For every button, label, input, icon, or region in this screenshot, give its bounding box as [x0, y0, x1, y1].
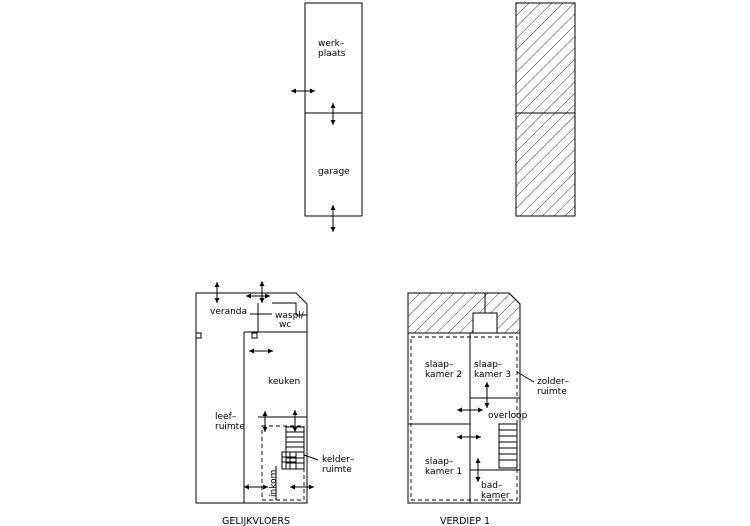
- arrowhead: [330, 103, 336, 108]
- double-arrow-icon: [475, 458, 481, 482]
- double-arrow-icon: [259, 281, 265, 303]
- arrowhead: [457, 407, 462, 413]
- hatched-volume: [515, 2, 576, 217]
- double-arrow-icon: [292, 410, 298, 432]
- first-stair: [498, 423, 518, 469]
- arrowhead: [290, 484, 295, 490]
- first-outline: [407, 292, 521, 504]
- arrowhead: [484, 403, 490, 408]
- room-label-wc: wc: [279, 320, 291, 330]
- room-label-sk2-2: kamer 2: [425, 370, 462, 380]
- room-label-garage: garage: [318, 167, 350, 177]
- room-label-zolder-2: ruimte: [537, 387, 567, 397]
- circulation-arrows: [214, 88, 490, 490]
- room-label-sk3-1: slaap–: [474, 360, 503, 370]
- double-arrow-icon: [244, 484, 268, 490]
- arrowhead: [259, 281, 265, 286]
- kelder-pointer: [303, 454, 319, 461]
- arrowhead: [478, 407, 483, 413]
- arrowhead: [476, 434, 481, 440]
- arrowhead: [259, 298, 265, 303]
- room-label-leef: leef–: [215, 412, 237, 422]
- room-label-waspl: waspl/: [275, 311, 305, 321]
- room-label-sk3-2: kamer 3: [474, 370, 511, 380]
- room-label-sk1-1: slaap–: [425, 457, 454, 467]
- room-label-bad-1: bad–: [481, 481, 503, 491]
- arrowhead: [265, 293, 270, 299]
- arrowhead: [262, 411, 268, 416]
- arrowhead: [292, 410, 298, 415]
- arrowhead: [484, 382, 490, 387]
- arrowhead: [330, 205, 336, 210]
- arrowhead: [475, 458, 481, 463]
- double-arrow-icon: [246, 293, 270, 299]
- double-arrow-icon: [214, 282, 220, 303]
- arrowhead: [310, 88, 315, 94]
- title-first-floor: VERDIEP 1: [440, 516, 490, 526]
- arrowhead: [244, 484, 249, 490]
- double-arrow-icon: [457, 434, 481, 440]
- hatched-roof-left: [407, 292, 486, 334]
- double-arrow-icon: [290, 484, 314, 490]
- room-label-zolder-1: zolder–: [537, 377, 570, 387]
- outbuilding-upper-hatched: [515, 2, 576, 217]
- arrowhead: [246, 293, 251, 299]
- double-arrow-icon: [330, 103, 336, 125]
- column-marker-2: [251, 332, 258, 339]
- arrowhead: [475, 477, 481, 482]
- arrowhead: [457, 434, 462, 440]
- double-arrow-icon: [330, 205, 336, 232]
- arrowhead: [263, 484, 268, 490]
- ground-outline: [195, 292, 308, 504]
- arrowhead: [249, 348, 254, 354]
- zolder-pointer: [516, 371, 535, 383]
- room-label-werkplaats-2: plaats: [318, 49, 346, 59]
- double-arrow-icon: [457, 407, 483, 413]
- column-marker-1: [195, 332, 202, 339]
- room-label-ruimte: ruimte: [215, 422, 245, 432]
- ground-stair: [281, 426, 305, 470]
- double-arrow-icon: [484, 382, 490, 408]
- arrowhead: [292, 427, 298, 432]
- zolder-dashed: [410, 336, 518, 501]
- room-label-inkom: inkom: [269, 470, 279, 497]
- double-arrow-icon: [291, 88, 315, 94]
- first-floor-plan: slaap– kamer 2 slaap– kamer 3 zolder– ru…: [407, 292, 570, 526]
- arrowhead: [214, 282, 220, 287]
- arrowhead: [268, 348, 273, 354]
- arrowhead: [309, 484, 314, 490]
- room-label-werkplaats-1: werk–: [318, 39, 345, 49]
- arrowhead: [262, 427, 268, 432]
- room-label-keuken: keuken: [268, 377, 300, 387]
- arrowhead: [291, 88, 296, 94]
- room-label-sk2-1: slaap–: [425, 360, 454, 370]
- double-arrow-icon: [249, 348, 273, 354]
- room-label-sk1-2: kamer 1: [425, 467, 462, 477]
- arrowhead: [214, 298, 220, 303]
- double-arrow-icon: [262, 411, 268, 432]
- title-ground-floor: GELIJKVLOERS: [222, 516, 290, 526]
- arrowhead: [330, 120, 336, 125]
- wc-inner: [272, 302, 307, 316]
- room-label-veranda: veranda: [210, 307, 247, 317]
- room-label-overloop: overloop: [488, 411, 528, 421]
- arrowhead: [330, 227, 336, 232]
- ground-floor-plan: veranda waspl/ wc keuken leef– ruimte ke…: [195, 292, 355, 526]
- room-label-kelder: kelder–: [322, 455, 355, 465]
- room-label-kelderruimte: ruimte: [322, 465, 352, 475]
- room-label-bad-2: kamer: [481, 491, 510, 501]
